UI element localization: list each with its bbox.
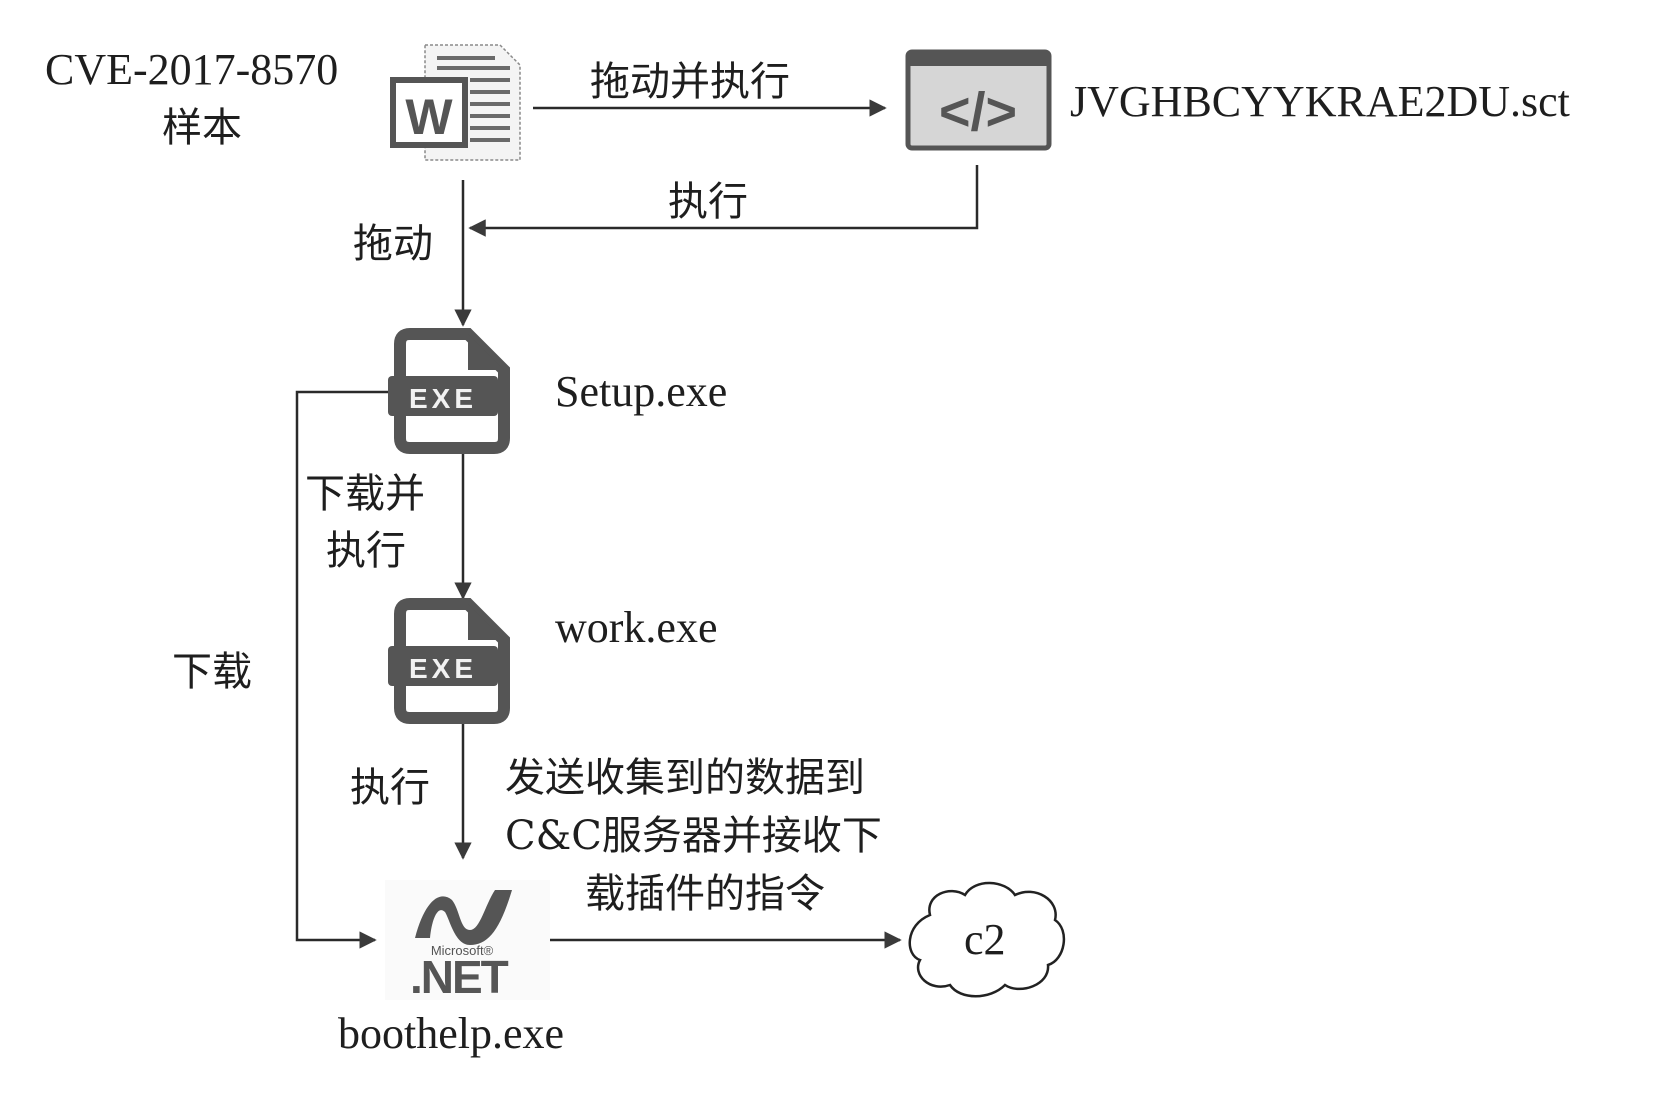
cloud-icon [908,881,1066,998]
c2-label: c2 [964,915,1006,964]
svg-text:EXE: EXE [409,383,477,414]
edge-sct-to-setup [468,165,979,237]
edge-label-sample-to-sct: 拖动并执行 [590,59,790,105]
edge-label-setup-to-work-2: 执行 [326,528,406,574]
dotnet-logo-icon: Microsoft® [385,880,550,1000]
sample-title: CVE-2017-8570 [45,45,339,94]
work-label: work.exe [555,603,718,652]
svg-text:EXE: EXE [409,653,477,684]
word-document-icon: W [390,44,521,161]
edge-label-c2-line2: C&C服务器并接收下 [505,813,882,859]
edge-label-setup-to-boothelp: 下载 [172,649,252,695]
work-exe-icon: EXE [388,598,510,724]
svg-text:</>: </> [939,82,1017,142]
setup-label: Setup.exe [555,367,728,416]
setup-exe-icon: EXE [388,328,510,454]
boothelp-label: boothelp.exe [338,1009,565,1058]
svg-text:W: W [405,89,453,145]
edge-label-c2-line3: 载插件的指令 [585,871,825,917]
edge-setup-to-boothelp [295,390,388,949]
sct-label: JVGHBCYYKRAE2DU.sct [1070,77,1570,126]
code-window-icon: </> [905,49,1052,151]
svg-text:Microsoft®: Microsoft® [431,943,494,958]
dotnet-brand: .NET [410,951,509,1003]
edge-label-sample-to-setup: 拖动 [353,221,433,267]
sample-subtitle: 样本 [162,105,242,151]
edge-label-c2-line1: 发送收集到的数据到 [505,755,865,801]
edge-label-sct-to-setup: 执行 [668,179,748,225]
edge-label-work-to-boothelp: 执行 [350,765,430,811]
edge-label-setup-to-work-1: 下载并 [305,471,425,517]
